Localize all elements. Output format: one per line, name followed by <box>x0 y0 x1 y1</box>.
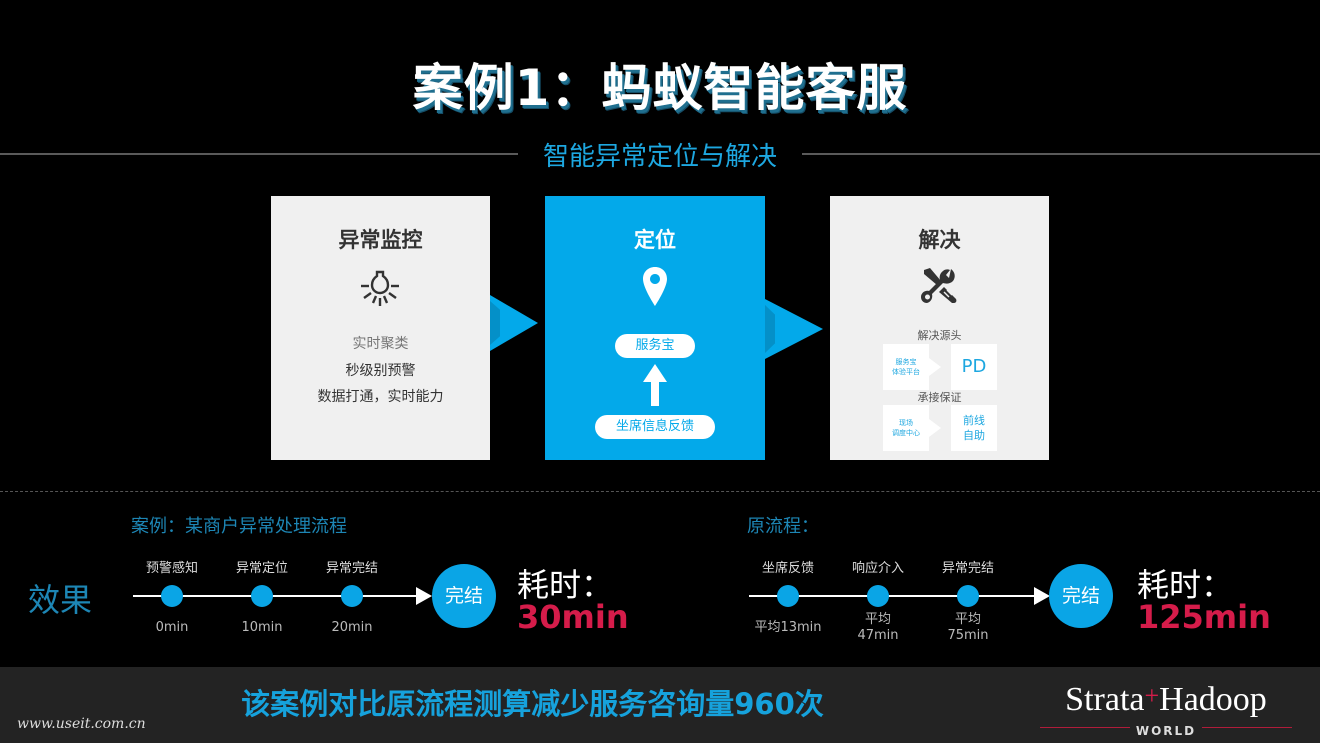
step-time-line: 75min <box>947 628 989 643</box>
box-text: 体验平台 <box>892 368 920 376</box>
case-flow-title: 案例：某商户异常处理流程 <box>131 516 347 537</box>
arrow-up-icon <box>643 364 667 406</box>
box-text: 服务宝 <box>895 358 917 366</box>
brand-world-row: WORLD <box>1040 720 1292 738</box>
card-line: 数据打通，实时能力 <box>317 389 444 405</box>
card-locate: 定位 服务宝 坐席信息反馈 <box>545 196 765 460</box>
row-label-source: 解决源头 <box>917 329 962 342</box>
box-dispatch-center: 现场 调度中心 <box>883 405 929 451</box>
step-dot <box>957 585 979 607</box>
card-monitoring: 异常监控 实时聚类 秒级别预警 数据打通，实时能力 <box>271 196 490 460</box>
brand-rule <box>1040 727 1130 728</box>
brand-logo: Strata+Hadoop WORLD <box>1040 677 1292 738</box>
box-text: 自助 <box>963 429 985 442</box>
step-label: 异常定位 <box>235 561 288 576</box>
step-dot <box>251 585 273 607</box>
slide-title: 案例1：蚂蚁智能客服 <box>412 59 908 117</box>
step-dot <box>341 585 363 607</box>
footer-message: 该案例对比原流程测算减少服务咨询量960次 <box>241 687 824 721</box>
time-label: 耗时： <box>517 566 614 604</box>
map-pin-icon <box>643 267 667 306</box>
step-label: 异常完结 <box>941 561 994 576</box>
original-timeline <box>749 595 1036 597</box>
step-time: 10min <box>241 620 283 635</box>
brand-world: WORLD <box>1135 724 1197 738</box>
step-dot <box>161 585 183 607</box>
arrow-shade <box>765 305 775 353</box>
step-time-line: 平均 <box>864 612 891 627</box>
step-time: 20min <box>331 620 373 635</box>
box-frontline-self-help: 前线 自助 <box>951 405 997 451</box>
case-timeline <box>133 595 419 597</box>
step-label: 异常完结 <box>325 561 378 576</box>
time-value: 30min <box>517 598 629 636</box>
card-line: 秒级别预警 <box>345 363 416 379</box>
section-divider <box>0 491 1320 492</box>
done-circle: 完结 <box>1049 564 1113 628</box>
time-value: 125min <box>1137 598 1271 636</box>
box-pd: PD <box>951 344 997 390</box>
subtitle-rule-left <box>0 153 518 155</box>
timeline-arrow-icon <box>416 587 432 605</box>
brand-rule <box>1202 727 1292 728</box>
step-time: 0min <box>155 620 189 635</box>
card-title: 异常监控 <box>338 228 423 252</box>
step-label: 坐席反馈 <box>761 561 814 576</box>
card-line: 实时聚类 <box>352 336 409 352</box>
done-circle: 完结 <box>432 564 496 628</box>
slide-subtitle: 智能异常定位与解决 <box>542 142 777 172</box>
step-time: 平均13min <box>754 620 822 635</box>
pill-agent-feedback: 坐席信息反馈 <box>595 415 715 439</box>
step-dot <box>777 585 799 607</box>
card-resolve: 解决 解决源头 服务宝 体验平台 PD 承接保证 现场 调度中心 前线 自助 <box>830 196 1049 460</box>
step-label: 预警感知 <box>145 561 198 576</box>
box-text: 现场 <box>899 419 913 427</box>
step-time-line: 平均 <box>954 612 981 627</box>
pill-service-bao: 服务宝 <box>615 334 695 358</box>
step-label: 响应介入 <box>851 561 904 576</box>
lightbulb-icon <box>361 270 399 306</box>
brand-hadoop: Hadoop <box>1159 681 1267 718</box>
footer-band <box>0 667 1320 743</box>
arrow-shade <box>490 301 500 345</box>
original-flow-title: 原流程： <box>747 516 819 537</box>
step-dot <box>867 585 889 607</box>
box-text: 前线 <box>963 414 985 427</box>
tools-icon <box>921 268 957 303</box>
mini-arrow-icon <box>929 358 941 376</box>
row-label-guarantee: 承接保证 <box>917 391 962 404</box>
card-title: 定位 <box>634 228 676 252</box>
step-time: 平均 75min <box>923 612 1013 644</box>
box-service-platform: 服务宝 体验平台 <box>883 344 929 390</box>
step-time: 平均 47min <box>833 612 923 644</box>
box-text: PD <box>961 356 987 377</box>
box-text: 调度中心 <box>892 429 920 437</box>
brand-plus: + <box>1144 681 1160 710</box>
step-time-line: 47min <box>857 628 899 643</box>
effect-label: 效果 <box>28 581 93 619</box>
card-title: 解决 <box>918 228 961 252</box>
mini-arrow-icon <box>929 419 941 437</box>
subtitle-rule-right <box>802 153 1320 155</box>
time-label: 耗时： <box>1137 566 1234 604</box>
timeline-arrow-icon <box>1034 587 1050 605</box>
brand-name: Strata+Hadoop <box>1040 677 1292 719</box>
watermark: www.useit.com.cn <box>17 716 146 732</box>
brand-strata: Strata <box>1065 681 1145 718</box>
